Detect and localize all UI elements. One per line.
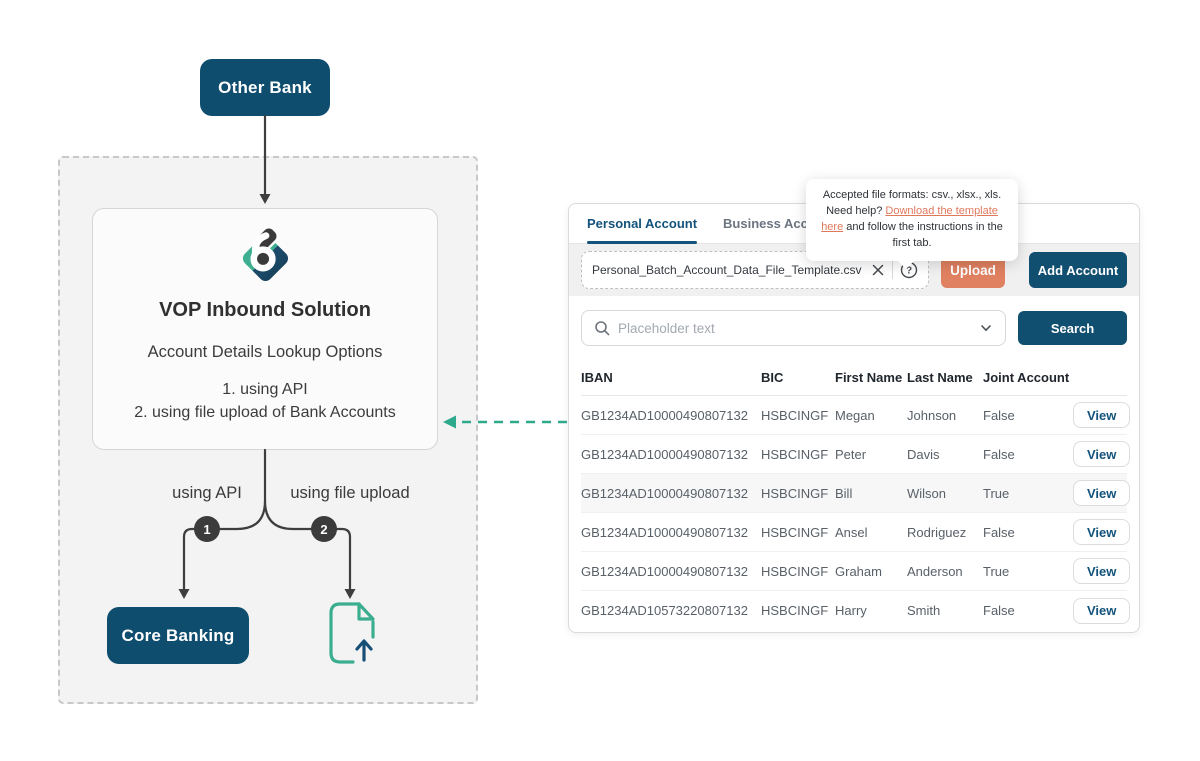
- cell-bic: HSBCINGF: [761, 447, 835, 462]
- accounts-table: IBAN BIC First Name Last Name Joint Acco…: [581, 360, 1127, 630]
- header-iban: IBAN: [581, 370, 761, 385]
- view-button[interactable]: View: [1073, 441, 1130, 467]
- branch-badge-2: 2: [311, 516, 337, 542]
- table-row: GB1234AD10000490807132 HSBCINGF Megan Jo…: [581, 396, 1127, 435]
- cell-last-name: Anderson: [907, 564, 983, 579]
- cell-joint-account: False: [983, 603, 1073, 618]
- cell-last-name: Smith: [907, 603, 983, 618]
- cell-bic: HSBCINGF: [761, 603, 835, 618]
- divider: [892, 261, 893, 279]
- cell-bic: HSBCINGF: [761, 564, 835, 579]
- view-button[interactable]: View: [1073, 402, 1130, 428]
- account-panel: Personal Account Business Account Person…: [568, 203, 1140, 633]
- add-account-button[interactable]: Add Account: [1029, 252, 1127, 288]
- cell-first-name: Harry: [835, 603, 907, 618]
- core-banking-node: Core Banking: [107, 607, 249, 664]
- cell-iban: GB1234AD10000490807132: [581, 486, 761, 501]
- cell-last-name: Davis: [907, 447, 983, 462]
- view-button[interactable]: View: [1073, 480, 1130, 506]
- search-input[interactable]: [618, 321, 971, 336]
- cell-last-name: Wilson: [907, 486, 983, 501]
- cell-joint-account: False: [983, 525, 1073, 540]
- upload-help-tooltip: Accepted file formats: csv., xlsx., xls.…: [806, 179, 1018, 261]
- search-button[interactable]: Search: [1018, 311, 1127, 345]
- table-row: GB1234AD10000490807132 HSBCINGF Ansel Ro…: [581, 513, 1127, 552]
- tab-personal-account[interactable]: Personal Account: [587, 204, 697, 243]
- table-row: GB1234AD10000490807132 HSBCINGF Bill Wil…: [581, 474, 1127, 513]
- tooltip-text-suffix: and follow the instructions in the first…: [843, 221, 1003, 249]
- file-name: Personal_Batch_Account_Data_File_Templat…: [592, 263, 864, 277]
- clear-file-icon[interactable]: [871, 263, 885, 277]
- header-joint-account: Joint Account: [983, 370, 1073, 385]
- branch-label-api: using API: [172, 484, 242, 503]
- table-row: GB1234AD10000490807132 HSBCINGF Graham A…: [581, 552, 1127, 591]
- vop-logo-icon: [234, 224, 296, 288]
- view-button[interactable]: View: [1073, 598, 1130, 624]
- cell-first-name: Graham: [835, 564, 907, 579]
- cell-joint-account: True: [983, 486, 1073, 501]
- core-banking-label: Core Banking: [122, 626, 235, 646]
- cell-iban: GB1234AD10000490807132: [581, 564, 761, 579]
- cell-bic: HSBCINGF: [761, 408, 835, 423]
- table-header: IBAN BIC First Name Last Name Joint Acco…: [581, 360, 1127, 396]
- cell-iban: GB1234AD10573220807132: [581, 603, 761, 618]
- vop-option-api: 1. using API: [93, 381, 437, 399]
- table-row: GB1234AD10000490807132 HSBCINGF Peter Da…: [581, 435, 1127, 474]
- vop-option-file-upload: 2. using file upload of Bank Accounts: [93, 404, 437, 422]
- branch-badge-1: 1: [194, 516, 220, 542]
- cell-first-name: Ansel: [835, 525, 907, 540]
- cell-iban: GB1234AD10000490807132: [581, 408, 761, 423]
- view-button[interactable]: View: [1073, 558, 1130, 584]
- cell-last-name: Rodriguez: [907, 525, 983, 540]
- search-row: Search: [569, 296, 1139, 346]
- cell-joint-account: False: [983, 408, 1073, 423]
- cell-joint-account: False: [983, 447, 1073, 462]
- search-icon: [594, 320, 610, 336]
- header-first-name: First Name: [835, 370, 907, 385]
- vop-card: VOP Inbound Solution Account Details Loo…: [92, 208, 438, 450]
- cell-iban: GB1234AD10000490807132: [581, 525, 761, 540]
- cell-first-name: Megan: [835, 408, 907, 423]
- search-box[interactable]: [581, 310, 1006, 346]
- cell-bic: HSBCINGF: [761, 525, 835, 540]
- file-upload-icon: [326, 600, 378, 671]
- branch-label-file-upload: using file upload: [290, 484, 409, 503]
- table-row: GB1234AD10573220807132 HSBCINGF Harry Sm…: [581, 591, 1127, 630]
- other-bank-label: Other Bank: [218, 78, 312, 98]
- cell-joint-account: True: [983, 564, 1073, 579]
- header-last-name: Last Name: [907, 370, 983, 385]
- view-button[interactable]: View: [1073, 519, 1130, 545]
- chevron-down-icon[interactable]: [979, 321, 993, 335]
- vop-title: VOP Inbound Solution: [93, 299, 437, 322]
- cell-first-name: Bill: [835, 486, 907, 501]
- cell-last-name: Johnson: [907, 408, 983, 423]
- header-bic: BIC: [761, 370, 835, 385]
- table-body: GB1234AD10000490807132 HSBCINGF Megan Jo…: [581, 396, 1127, 630]
- cell-first-name: Peter: [835, 447, 907, 462]
- vop-subtitle: Account Details Lookup Options: [93, 343, 437, 362]
- other-bank-node: Other Bank: [200, 59, 330, 116]
- cell-iban: GB1234AD10000490807132: [581, 447, 761, 462]
- cell-bic: HSBCINGF: [761, 486, 835, 501]
